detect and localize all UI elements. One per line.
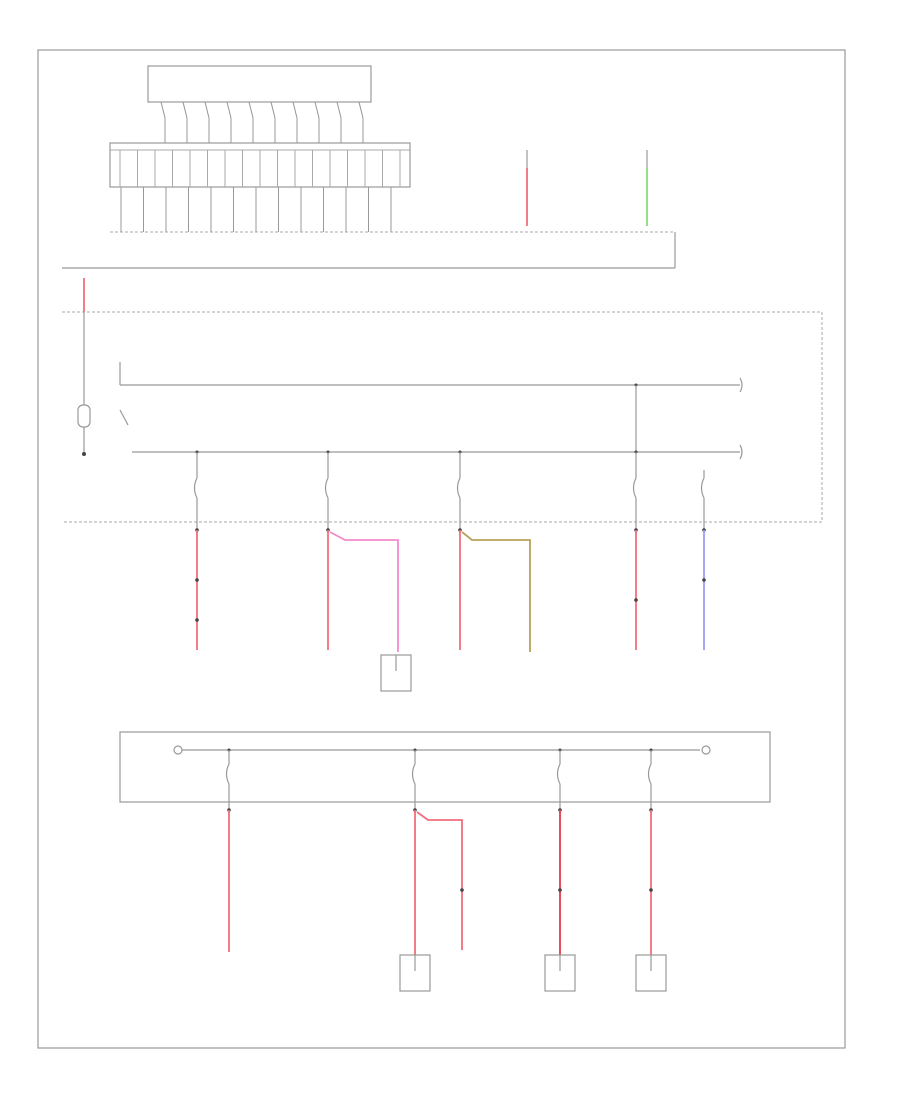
wire-splice-dot xyxy=(195,618,199,622)
top-connector-pin xyxy=(336,101,342,119)
relay-switch-blade xyxy=(119,409,129,426)
wire-splice-dot xyxy=(702,578,706,582)
bottom-wire-splices xyxy=(460,888,653,892)
upper-fuses xyxy=(193,450,706,532)
bottom-fuses xyxy=(225,748,653,812)
top-connector-pin xyxy=(226,101,232,119)
sub-block-dash xyxy=(62,311,823,523)
fuse-symbol xyxy=(193,477,198,499)
top-connector-pin xyxy=(292,101,298,119)
top-connector-pin xyxy=(314,101,320,119)
diagram-frame xyxy=(37,49,846,1049)
bottom-wire-2b xyxy=(416,811,463,950)
top-connector-pin xyxy=(204,101,210,119)
output-wire-3b xyxy=(461,531,531,652)
bottom-bus-left-term xyxy=(173,745,183,755)
upper-wire-splices xyxy=(195,578,706,622)
wire-splice-dot xyxy=(634,598,638,602)
top-connector-pin xyxy=(182,101,188,119)
fuse-block-cells xyxy=(110,149,410,187)
output-wire-2b xyxy=(329,531,399,652)
top-connector-pin xyxy=(358,101,364,119)
bottom-wire-splice-dot xyxy=(558,888,562,892)
fuse-symbol xyxy=(700,477,705,499)
right-out-1-terminal xyxy=(739,377,743,393)
fuse-symbol xyxy=(632,477,637,499)
top-connector-pins xyxy=(160,101,364,143)
wire-splice-dot xyxy=(195,578,199,582)
top-connector-box xyxy=(147,65,372,103)
relay-ground-dot xyxy=(82,452,86,456)
relay-coil xyxy=(77,404,91,428)
bottom-bus-right-term xyxy=(701,745,711,755)
top-connector-pin xyxy=(248,101,254,119)
bottom-fuse-symbol xyxy=(647,763,652,785)
bottom-fuse-box xyxy=(119,731,771,803)
top-connector-pin xyxy=(160,101,166,119)
fuse-block-bottom-pins xyxy=(120,187,392,232)
fuse-symbol xyxy=(456,477,461,499)
bottom-fuse-symbol xyxy=(411,763,416,785)
top-connector-pin xyxy=(270,101,276,119)
bottom-fuse-symbol xyxy=(556,763,561,785)
right-out-2-terminal xyxy=(739,444,743,460)
bottom-fuse-symbol xyxy=(225,763,230,785)
bottom-wire-splice-dot xyxy=(649,888,653,892)
fuse-symbol xyxy=(324,477,329,499)
bottom-wire-splice-dot xyxy=(460,888,464,892)
